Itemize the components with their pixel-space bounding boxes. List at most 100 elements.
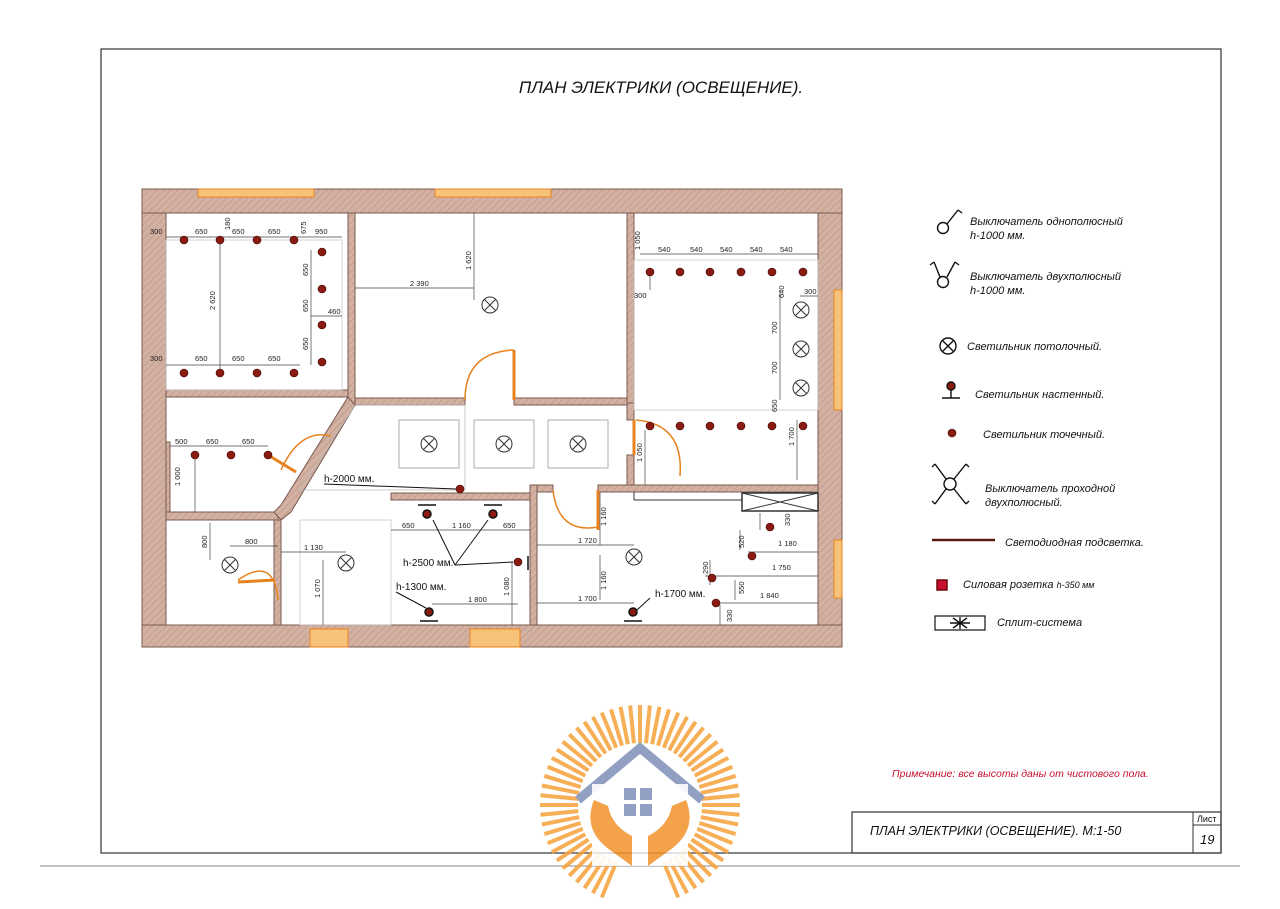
dim-k-1750: 1 750: [772, 563, 791, 572]
split-system-icon: [934, 615, 986, 631]
dim-tl-bottom-3: 650: [268, 354, 281, 363]
doors: [237, 349, 682, 601]
legend-label-split-system: Сплит-система: [997, 617, 1083, 629]
logo-ray: [543, 821, 582, 836]
switch-single-icon: [936, 209, 963, 235]
switch-double-icon: [929, 261, 960, 289]
height-callouts: [323, 483, 651, 611]
logo-ray: [690, 747, 725, 773]
windows: [197, 188, 843, 648]
dim-bath-1080: 1 080: [502, 577, 511, 596]
dim-tl-left: 2 620: [208, 291, 217, 310]
dim-k-1700: 1 700: [578, 594, 597, 603]
dim-tl-right-1: 650: [301, 299, 310, 312]
dim-r-700a: 700: [770, 321, 779, 334]
dim-bath-1800: 1 800: [468, 595, 487, 604]
stamp-title: ПЛАН ЭЛЕКТРИКИ (ОСВЕЩЕНИЕ). М:1-50: [870, 824, 1122, 838]
dim-b-800a: 800: [200, 535, 209, 548]
logo-ray: [686, 740, 719, 768]
dimension-texts: 300 650 650 650 675 950 180 2 620 650 65…: [150, 217, 817, 622]
wall-lights: [418, 504, 642, 622]
dim-tl-top-1: 650: [195, 227, 208, 236]
height-note: Примечание: все высоты даны от чистового…: [892, 768, 1149, 780]
page-title: ПЛАН ЭЛЕКТРИКИ (ОСВЕЩЕНИЕ).: [518, 78, 804, 97]
dim-tl-bottom-1: 650: [195, 354, 208, 363]
dim-tl-bottom-2: 650: [232, 354, 245, 363]
logo-ray: [550, 756, 587, 778]
dim-r-300a: 300: [634, 291, 647, 300]
logo-ray: [656, 708, 671, 747]
height-1700: h-1700 мм.: [655, 589, 705, 600]
legend-label-wall-light: Светильник настенный.: [975, 389, 1105, 401]
dim-r-1050: 1 050: [633, 231, 642, 250]
dim-r-700b: 700: [770, 361, 779, 374]
logo-ray: [672, 720, 698, 755]
logo-ray: [609, 708, 624, 747]
legend-label-led-strip: Светодиодная подсветка.: [1005, 537, 1144, 549]
dim-r-top-1: 540: [690, 245, 703, 254]
logo-ray: [661, 861, 681, 899]
legend-label-spot-light: Светильник точечный.: [983, 429, 1105, 441]
logo-ray: [546, 826, 584, 846]
ceiling-lights: [221, 296, 810, 574]
logo-ray: [591, 715, 613, 752]
logo-ray: [555, 837, 590, 863]
dim-r-300b: 300: [804, 287, 817, 296]
dim-tl-right-0: 650: [301, 263, 310, 276]
height-2000: h-2000 мм.: [324, 474, 374, 485]
dim-c-1620: 1 620: [464, 251, 473, 270]
legend-label-socket: Силовая розетка h-350 мм: [963, 579, 1095, 591]
dim-k-550: 550: [737, 581, 746, 594]
legend-label-ceiling-light: Светильник потолочный.: [967, 341, 1103, 353]
dim-r-1050b: 1 050: [635, 443, 644, 462]
dim-c-2390: 2 390: [410, 279, 429, 288]
logo-ray: [618, 706, 630, 745]
logo-ray: [701, 809, 740, 817]
logo-ray: [682, 732, 713, 763]
dim-k-1160b: 1 160: [599, 571, 608, 590]
logo-ray: [543, 774, 582, 789]
logo-ray: [546, 764, 584, 784]
dim-b-800b: 800: [245, 537, 258, 546]
dim-tl-top-2: 650: [232, 227, 245, 236]
ceiling-light-icon: [939, 337, 957, 355]
dim-r-top-2: 540: [720, 245, 733, 254]
logo-ray: [661, 711, 681, 749]
logo-ray: [698, 774, 737, 789]
logo-ray: [696, 764, 734, 784]
dim-k-290: 290: [701, 561, 710, 574]
logo-ray: [540, 809, 579, 817]
logo-ray: [567, 847, 598, 878]
dim-k-1840: 1 840: [760, 591, 779, 600]
split-system-unit: [741, 492, 819, 512]
dim-tl-right-2: 650: [301, 337, 310, 350]
height-1300: h-1300 мм.: [396, 582, 446, 593]
dim-tl-top-4: 675: [299, 221, 308, 234]
logo-ray: [582, 720, 608, 755]
wall-light-icon: [942, 381, 960, 399]
hall-light-panels: [299, 404, 609, 491]
logo-ray: [690, 837, 725, 863]
logo-ray: [698, 821, 737, 836]
dim-l-1000: 1 000: [173, 467, 182, 486]
dim-r-top-0: 540: [658, 245, 671, 254]
logo-ray: [682, 847, 713, 878]
dim-r-640: 640: [777, 285, 786, 298]
dim-tl-top-5: 950: [315, 227, 328, 236]
logo-ray: [540, 793, 579, 801]
dim-r-650: 650: [770, 399, 779, 412]
dim-tl-bottom-0: 300: [150, 354, 163, 363]
logo-ray: [701, 793, 740, 801]
logo-ray: [644, 705, 652, 744]
logo-ray: [561, 842, 594, 870]
walls: [141, 188, 843, 648]
logo-ray: [700, 783, 739, 795]
logo-ray: [541, 783, 580, 795]
dim-b-1130: 1 130: [304, 543, 323, 552]
logo-ray: [575, 726, 603, 759]
